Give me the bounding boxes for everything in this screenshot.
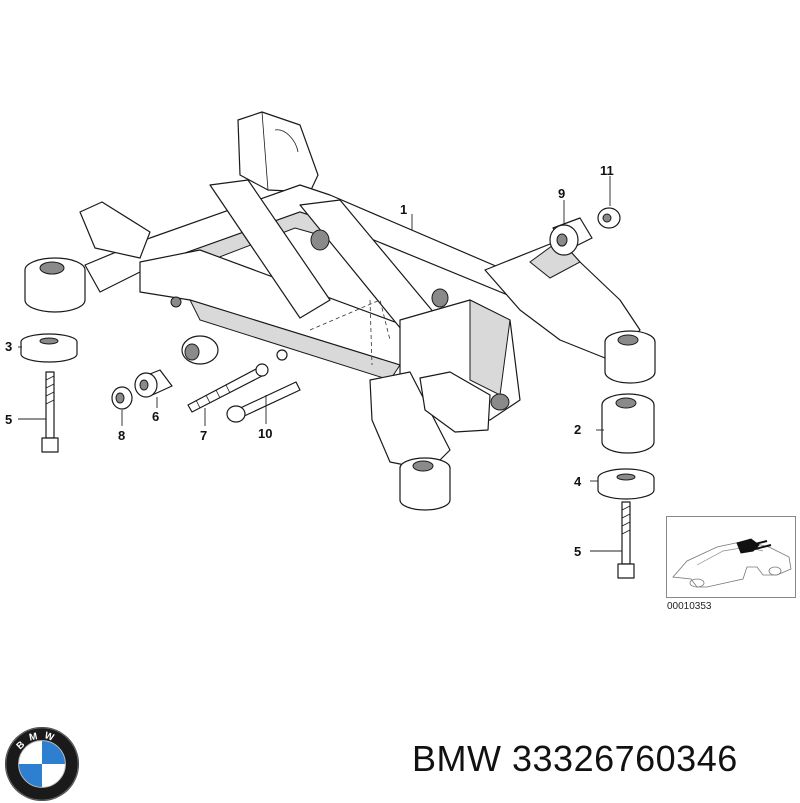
part-number: 33326760346: [512, 738, 738, 779]
part-6-bushing: [134, 369, 173, 398]
car-outline-icon: [672, 538, 792, 588]
diagram-code: 00010353: [667, 601, 712, 612]
part-11-small-bushing: [597, 207, 621, 229]
part-8-small-bushing: [111, 386, 133, 410]
callout-11: 11: [600, 163, 614, 178]
front-left-bushing-mounted: [399, 457, 451, 511]
brand-name: BMW: [412, 738, 502, 779]
part-2-bushing: [601, 393, 655, 454]
bmw-logo: BMW: [4, 726, 80, 802]
part-7-long-bolt: [187, 363, 269, 413]
callout-6: 6: [152, 409, 159, 424]
vehicle-locator-inset: [666, 516, 796, 598]
part-4-washer: [597, 468, 655, 500]
callouts: 1 2 3 4 5 5 6 7 8 9 10 11: [5, 163, 622, 559]
part-5-bolt-right: [617, 501, 635, 579]
callout-4: 4: [574, 474, 582, 489]
bushing-6-mounted-left: [181, 335, 219, 365]
callout-5a: 5: [5, 412, 12, 427]
part-5-bolt-left: [41, 371, 59, 453]
left-rear-bushing-mounted: [24, 257, 86, 313]
callout-9: 9: [558, 186, 565, 201]
callout-3: 3: [5, 339, 12, 354]
part-9-bushing: [549, 217, 593, 256]
part-caption: BMW 33326760346: [412, 738, 738, 780]
part-3-washer: [20, 333, 78, 363]
right-rear-bushing-mounted: [604, 330, 656, 384]
callout-1: 1: [400, 202, 407, 217]
callout-7: 7: [200, 428, 207, 443]
callout-10: 10: [258, 426, 272, 441]
rear-axle-subframe: [79, 111, 641, 471]
callout-8: 8: [118, 428, 125, 443]
part-10-bolt: [226, 381, 301, 423]
callout-5b: 5: [574, 544, 581, 559]
callout-2: 2: [574, 422, 581, 437]
subframe-exploded-diagram: 1 2 3 4 5 5 6 7 8 9 10 11: [5, 111, 656, 579]
